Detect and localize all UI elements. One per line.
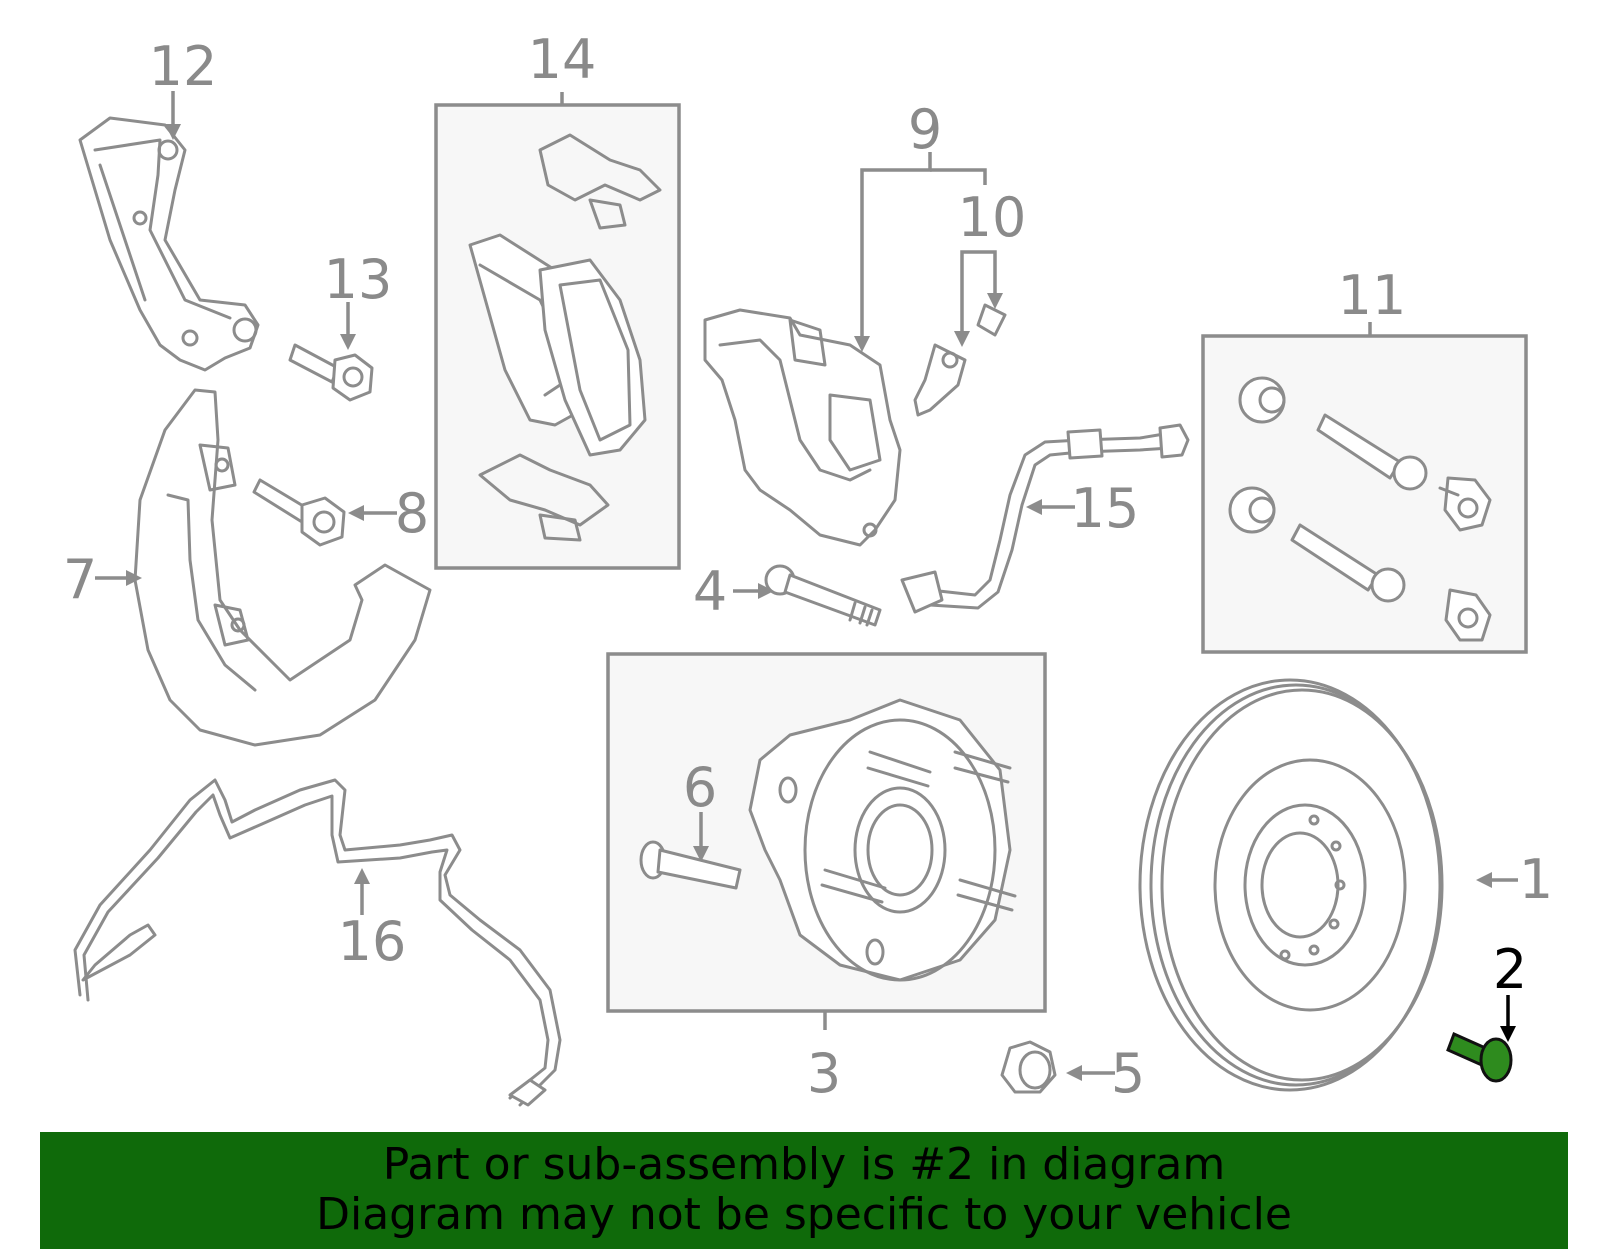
callout-10: 10	[958, 186, 1027, 249]
info-banner: Part or sub-assembly is #2 in diagram Di…	[40, 1132, 1568, 1249]
brake-rotor-part-1[interactable]	[1138, 678, 1444, 1092]
leader-lines	[95, 91, 1518, 1081]
bleeder-screw-part-10[interactable]	[913, 303, 1007, 417]
callout-13: 13	[324, 248, 393, 311]
wheel-stud-part-6[interactable]	[639, 840, 742, 890]
splash-shield-part-7[interactable]	[133, 388, 432, 747]
banner-line-2: Diagram may not be specific to your vehi…	[316, 1189, 1292, 1240]
callout-4: 4	[693, 560, 727, 623]
callout-16: 16	[338, 910, 407, 973]
callout-14: 14	[528, 28, 597, 91]
callout-7: 7	[63, 548, 97, 611]
brake-hose-part-15[interactable]	[900, 423, 1190, 614]
banner-line-1: Part or sub-assembly is #2 in diagram	[382, 1139, 1226, 1190]
highlighted-bolt-part-2[interactable]	[1446, 1031, 1513, 1083]
bolt-part-8[interactable]	[252, 478, 346, 547]
callout-11: 11	[1338, 264, 1407, 327]
caliper-part-9[interactable]	[703, 308, 902, 547]
callout-5: 5	[1111, 1042, 1145, 1105]
guide-bolt-part-4[interactable]	[764, 564, 882, 627]
callout-6: 6	[683, 756, 717, 819]
callout-3: 3	[807, 1042, 841, 1105]
callout-8: 8	[395, 482, 429, 545]
caliper-bracket-part-12[interactable]	[78, 116, 260, 372]
callout-12: 12	[149, 35, 218, 98]
callout-1: 1	[1519, 848, 1553, 911]
guide-pin-kit-part-11[interactable]	[1228, 376, 1492, 642]
callout-2: 2	[1493, 938, 1527, 1001]
hub-assembly-part-3[interactable]	[748, 698, 1017, 982]
nut-part-5[interactable]	[1000, 1040, 1057, 1094]
callout-15: 15	[1071, 477, 1140, 540]
bolt-part-13[interactable]	[288, 343, 374, 402]
brake-pad-kit-part-14[interactable]	[468, 133, 662, 542]
abs-sensor-wire-part-16[interactable]	[73, 778, 562, 1107]
callout-9: 9	[908, 98, 942, 161]
